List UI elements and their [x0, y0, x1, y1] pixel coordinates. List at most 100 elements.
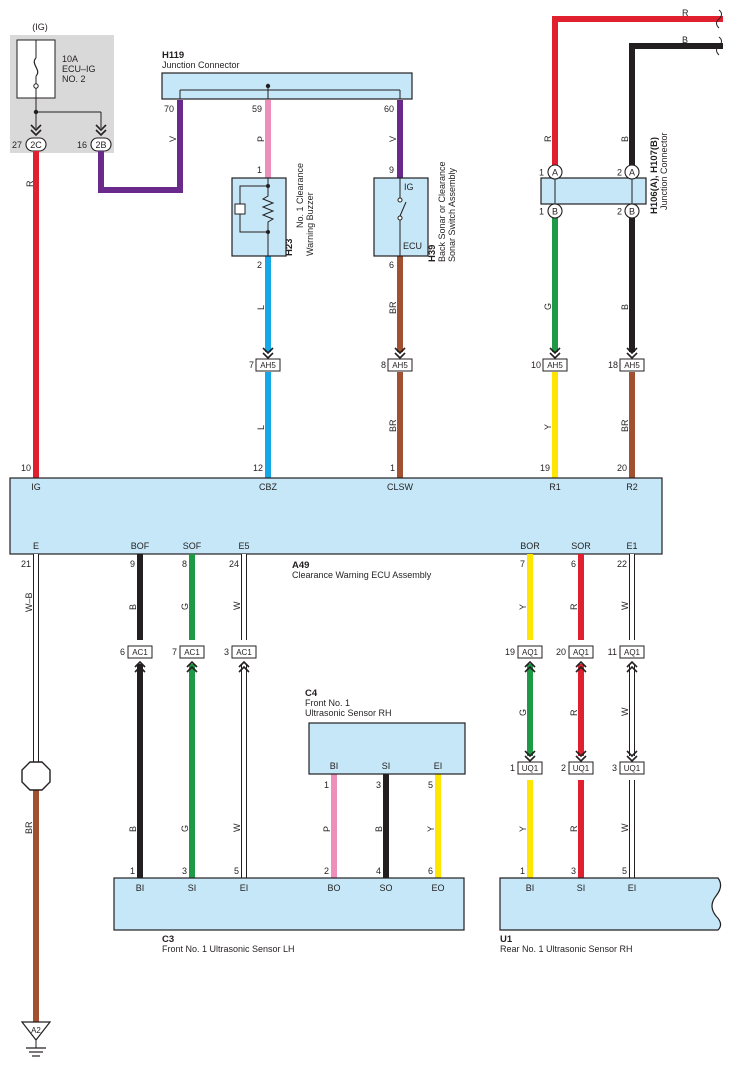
- svg-text:6: 6: [428, 866, 433, 876]
- svg-text:8: 8: [381, 360, 386, 370]
- svg-text:Y: Y: [518, 604, 528, 610]
- svg-text:AC1: AC1: [236, 648, 252, 657]
- h119-junction-connector: H119 Junction Connector 70 59 60: [161, 50, 413, 114]
- a49-code: A49: [292, 560, 309, 571]
- h119-code: H119: [162, 50, 184, 61]
- ground-point-icon: [20, 1021, 52, 1041]
- svg-text:EI: EI: [434, 761, 443, 771]
- svg-text:70: 70: [164, 104, 174, 114]
- svg-text:P: P: [256, 136, 266, 142]
- svg-text:E5: E5: [238, 541, 249, 551]
- svg-text:7: 7: [249, 360, 254, 370]
- svg-text:7: 7: [172, 647, 177, 657]
- svg-text:EO: EO: [431, 883, 444, 893]
- c4-box: [308, 722, 466, 775]
- svg-text:UQ1: UQ1: [522, 764, 539, 773]
- svg-text:W: W: [620, 823, 630, 832]
- svg-text:Back Sonar or Clearance: Back Sonar or Clearance: [437, 161, 447, 262]
- h23-box: [231, 177, 287, 257]
- wire-red-r1-supply: [552, 16, 723, 170]
- svg-text:G: G: [518, 709, 528, 716]
- svg-text:59: 59: [252, 104, 262, 114]
- svg-text:19: 19: [505, 647, 515, 657]
- svg-text:3: 3: [571, 866, 576, 876]
- svg-text:BOF: BOF: [131, 541, 150, 551]
- svg-text:AC1: AC1: [132, 648, 148, 657]
- svg-text:27: 27: [12, 140, 22, 150]
- svg-text:2: 2: [257, 260, 262, 270]
- fuse-name-1: ECU–IG: [62, 64, 96, 74]
- svg-text:20: 20: [617, 463, 627, 473]
- svg-text:B: B: [620, 136, 630, 142]
- svg-text:BI: BI: [330, 761, 339, 771]
- svg-text:1: 1: [390, 463, 395, 473]
- svg-text:G: G: [543, 303, 553, 310]
- svg-text:UQ1: UQ1: [624, 764, 641, 773]
- svg-text:V: V: [388, 136, 398, 142]
- fuse-icon: [33, 57, 39, 77]
- svg-text:1: 1: [324, 780, 329, 790]
- svg-text:R2: R2: [626, 482, 638, 492]
- svg-text:BR: BR: [388, 301, 398, 314]
- svg-text:EI: EI: [628, 883, 637, 893]
- svg-text:No. 1 Clearance: No. 1 Clearance: [295, 163, 305, 228]
- svg-text:BO: BO: [327, 883, 340, 893]
- svg-text:19: 19: [540, 463, 550, 473]
- ground-circuit: A2: [20, 761, 52, 1057]
- svg-text:1: 1: [539, 168, 544, 178]
- svg-text:10: 10: [531, 360, 541, 370]
- u1-name: Rear No. 1 Ultrasonic Sensor RH: [500, 944, 633, 954]
- c3-code: C3: [162, 934, 174, 945]
- svg-text:5: 5: [428, 780, 433, 790]
- svg-text:BI: BI: [136, 883, 145, 893]
- svg-text:9: 9: [130, 559, 135, 569]
- svg-text:Y: Y: [543, 424, 553, 430]
- svg-text:P: P: [322, 826, 332, 832]
- svg-text:Front No. 1: Front No. 1: [305, 698, 350, 708]
- svg-text:12: 12: [253, 463, 263, 473]
- svg-text:R: R: [569, 603, 579, 610]
- svg-text:SI: SI: [188, 883, 197, 893]
- c3-name: Front No. 1 Ultrasonic Sensor LH: [162, 944, 295, 954]
- svg-text:R: R: [569, 709, 579, 716]
- h119-name: Junction Connector: [162, 60, 240, 70]
- u1-box: [499, 877, 722, 931]
- svg-text:SO: SO: [379, 883, 392, 893]
- svg-text:1: 1: [510, 763, 515, 773]
- u1-code: U1: [500, 934, 513, 945]
- svg-text:6: 6: [389, 260, 394, 270]
- svg-text:BI: BI: [526, 883, 535, 893]
- svg-text:E: E: [33, 541, 39, 551]
- svg-text:3: 3: [612, 763, 617, 773]
- a49-name: Clearance Warning ECU Assembly: [292, 570, 432, 580]
- svg-text:1: 1: [130, 866, 135, 876]
- svg-text:W: W: [232, 601, 242, 610]
- svg-text:60: 60: [384, 104, 394, 114]
- c3-box: [113, 877, 465, 931]
- svg-text:SI: SI: [382, 761, 391, 771]
- svg-text:4: 4: [376, 866, 381, 876]
- fuse-name-2: NO. 2: [62, 74, 86, 84]
- h106-box: [540, 177, 647, 205]
- aq1-connectors: AQ1 AQ1 AQ1 19 20 11: [505, 645, 645, 673]
- svg-text:9: 9: [389, 165, 394, 175]
- svg-text:A: A: [629, 168, 635, 178]
- svg-text:1: 1: [520, 866, 525, 876]
- svg-text:AH5: AH5: [260, 361, 276, 370]
- svg-text:BR: BR: [620, 419, 630, 432]
- svg-text:3: 3: [182, 866, 187, 876]
- svg-text:Ultrasonic Sensor RH: Ultrasonic Sensor RH: [305, 708, 392, 718]
- svg-text:BOR: BOR: [520, 541, 540, 551]
- wire-break-marks: [716, 9, 722, 56]
- svg-text:AQ1: AQ1: [573, 648, 590, 657]
- uq1-connectors: UQ1 UQ1 UQ1 1 2 3: [510, 750, 645, 775]
- svg-text:ECU: ECU: [403, 241, 422, 251]
- wire-color-labels: R V P V L L BR BR R B R B G B Y BR: [25, 8, 689, 432]
- svg-text:UQ1: UQ1: [573, 764, 590, 773]
- svg-text:G: G: [180, 603, 190, 610]
- svg-text:10: 10: [21, 463, 31, 473]
- svg-text:AH5: AH5: [547, 361, 563, 370]
- svg-text:2: 2: [324, 866, 329, 876]
- lower-wires: [33, 554, 635, 1022]
